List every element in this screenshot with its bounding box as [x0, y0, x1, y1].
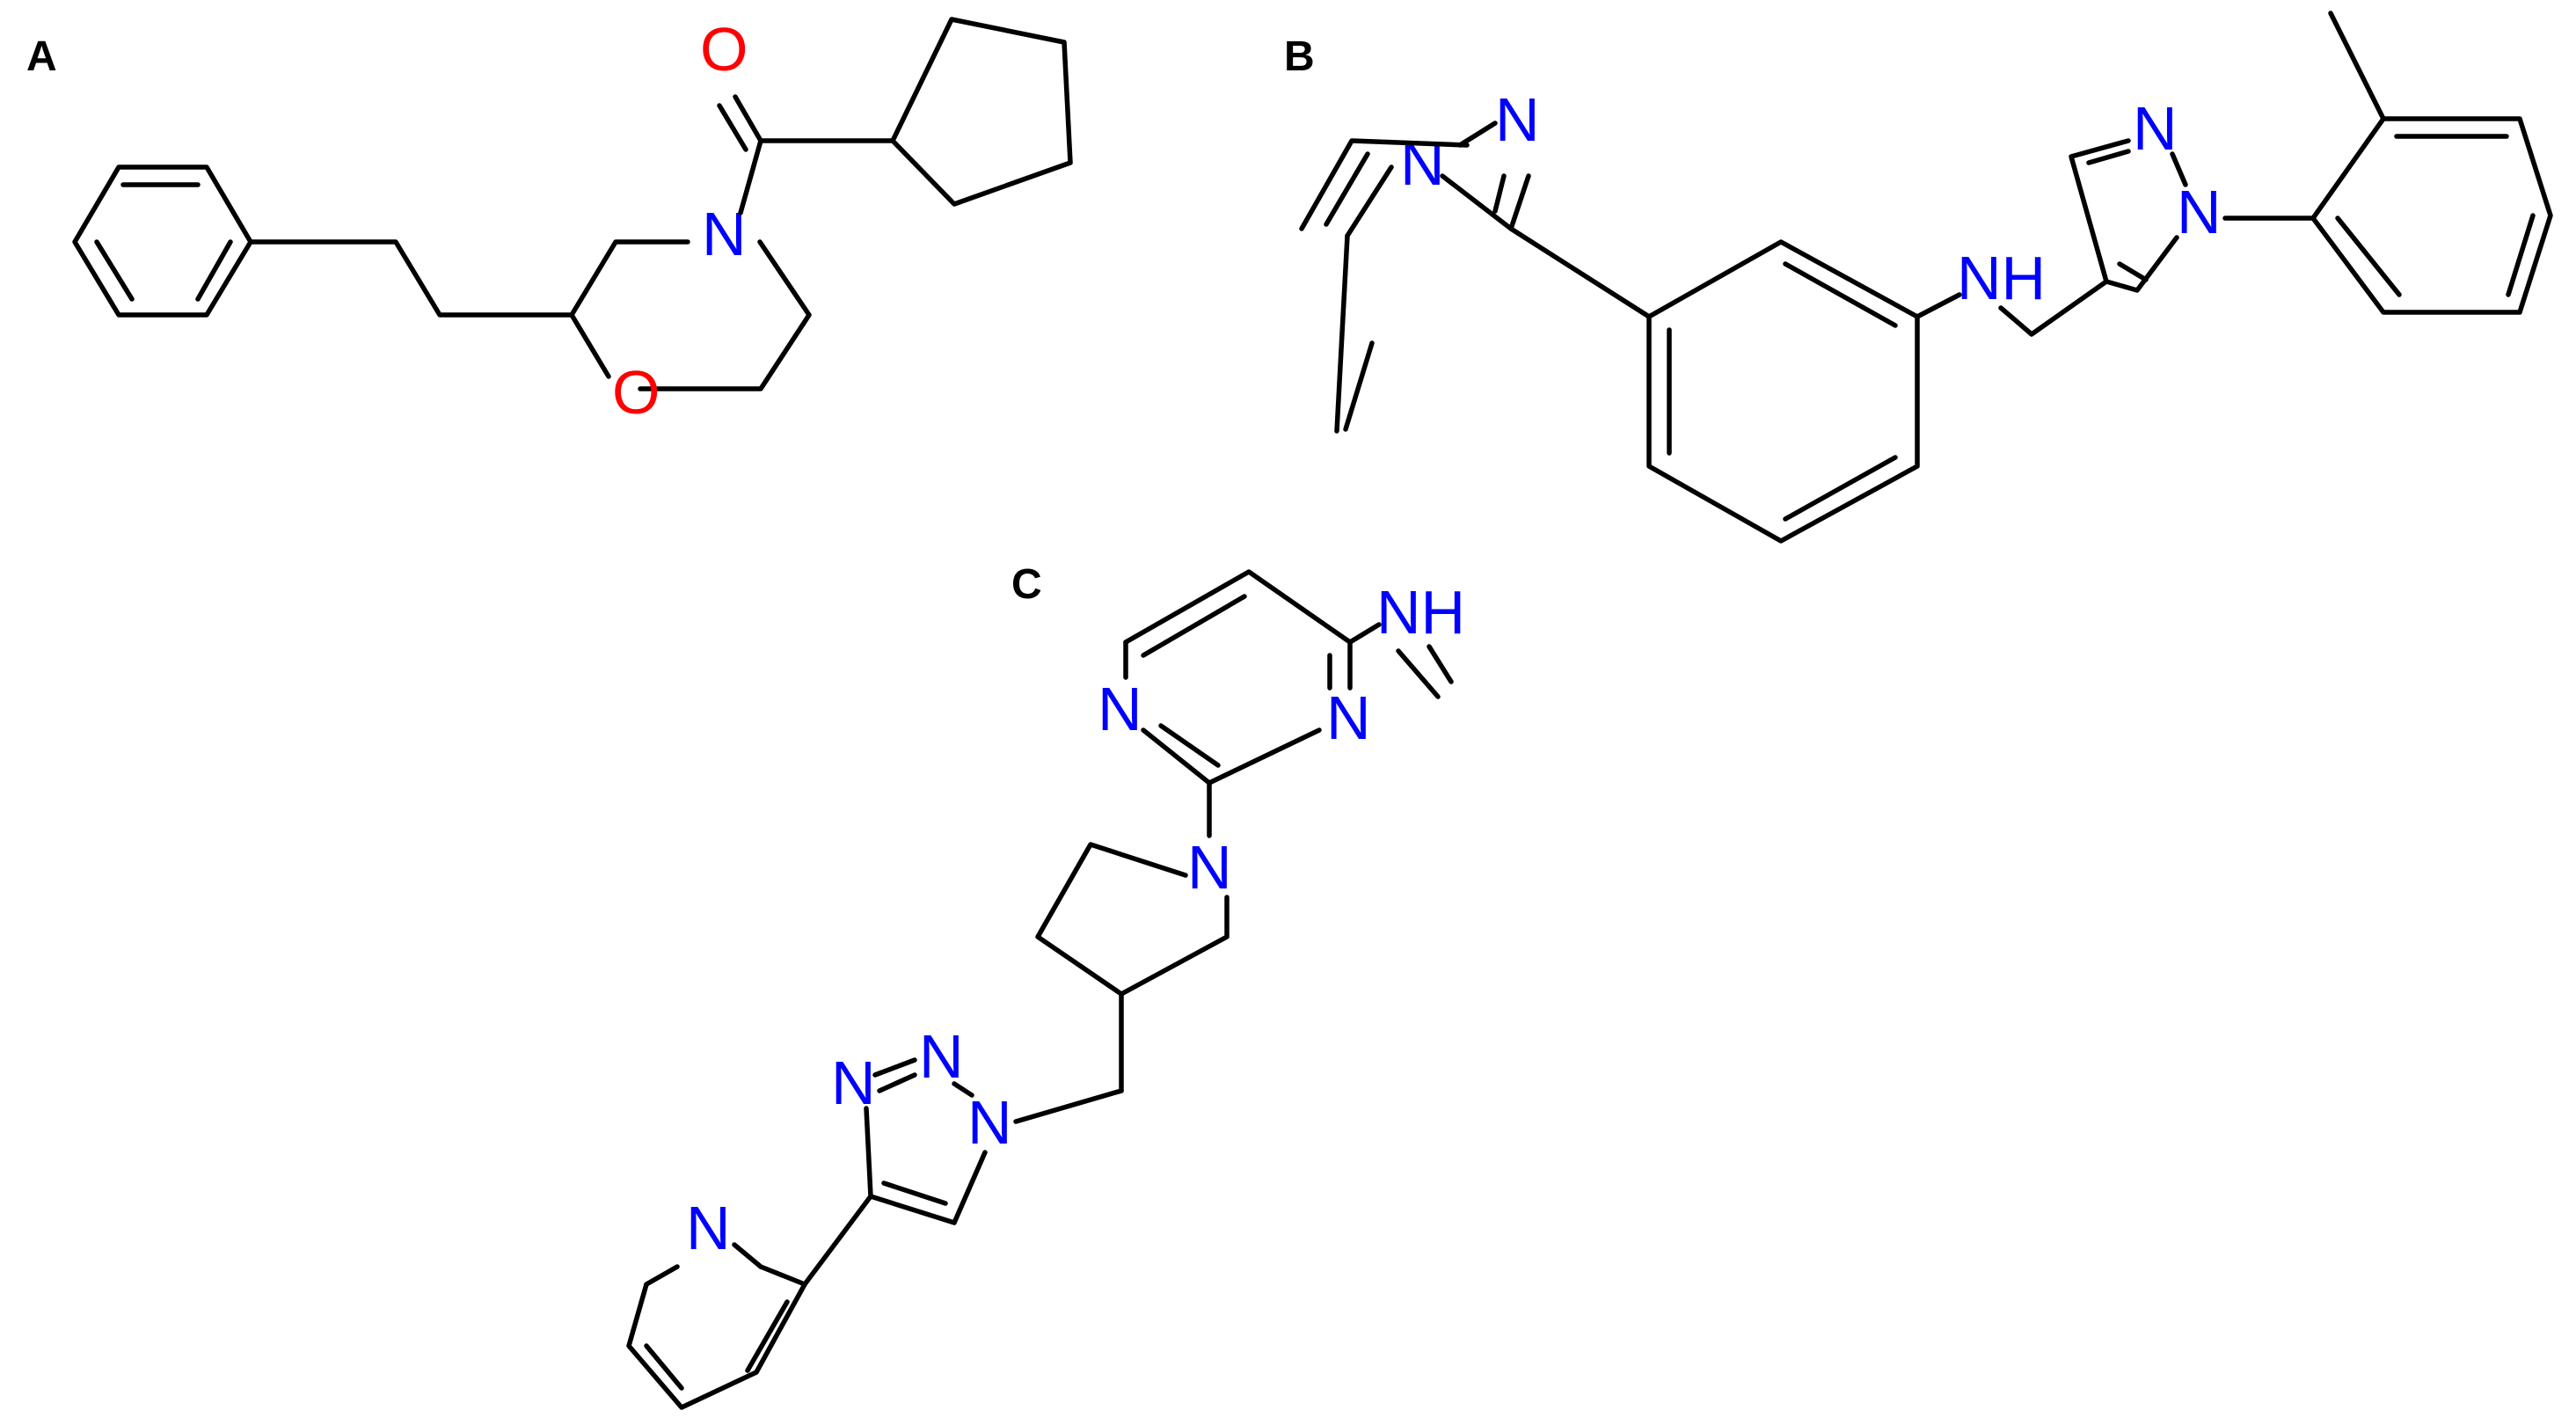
triazole-n3-c: N	[831, 1049, 876, 1117]
benzene-ring-a	[72, 164, 253, 318]
triazole-ring-c: N N N	[831, 1022, 1124, 1225]
methylamine-nh-c: NH	[1376, 578, 1465, 647]
cyclopentane-ring-a	[890, 17, 1073, 207]
carbonyl-a: O	[700, 15, 895, 216]
molecule-b: B N N NH	[1284, 11, 2553, 544]
triazole-n2-c: N	[919, 1022, 964, 1091]
tolyl-ring-b	[2222, 11, 2553, 315]
methylamine-c: NH	[1347, 578, 1465, 699]
ring-oxygen-a: O	[612, 358, 660, 427]
molecule-a: A O N O	[26, 15, 1073, 427]
pyrimidine-n1-c: N	[1098, 675, 1142, 743]
molecule-c: C N N NH N N	[626, 561, 1465, 1410]
imidazole-methyl-b	[1343, 340, 1375, 432]
imidazole-n3-b: N	[1495, 85, 1540, 154]
ethyl-linker-a	[248, 239, 574, 318]
pyridine-n-c: N	[686, 1194, 731, 1262]
triazole-n1-c: N	[967, 1088, 1012, 1157]
imidazole-n1-b: N	[1400, 129, 1445, 198]
pyrimidine-n3-c: N	[1326, 683, 1371, 752]
panel-label-a: A	[26, 33, 57, 80]
imidazole-ring-b: N N	[1299, 85, 1540, 434]
pyrazole-n2-b: N	[2133, 94, 2178, 163]
piperidine-n-c: N	[1187, 833, 1232, 902]
pyrimidine-ring-c: N N	[1098, 569, 1371, 786]
piperidine-ring-c: N	[1035, 780, 1232, 1093]
panel-label-b: B	[1284, 33, 1315, 80]
pyrazole-n1-b: N	[2177, 178, 2222, 246]
pyrazole-ring-b: N N	[2069, 94, 2222, 293]
panel-label-c: C	[1011, 561, 1042, 608]
amine-linker-b: NH	[1915, 244, 2109, 337]
carbonyl-oxygen-a: O	[700, 15, 748, 84]
amine-nh-b: NH	[1957, 244, 2046, 312]
morpholine-ring-a: O N	[569, 200, 812, 427]
benzene-ring-b	[1508, 226, 1920, 544]
pyridine-ring-c: N	[626, 1194, 873, 1410]
